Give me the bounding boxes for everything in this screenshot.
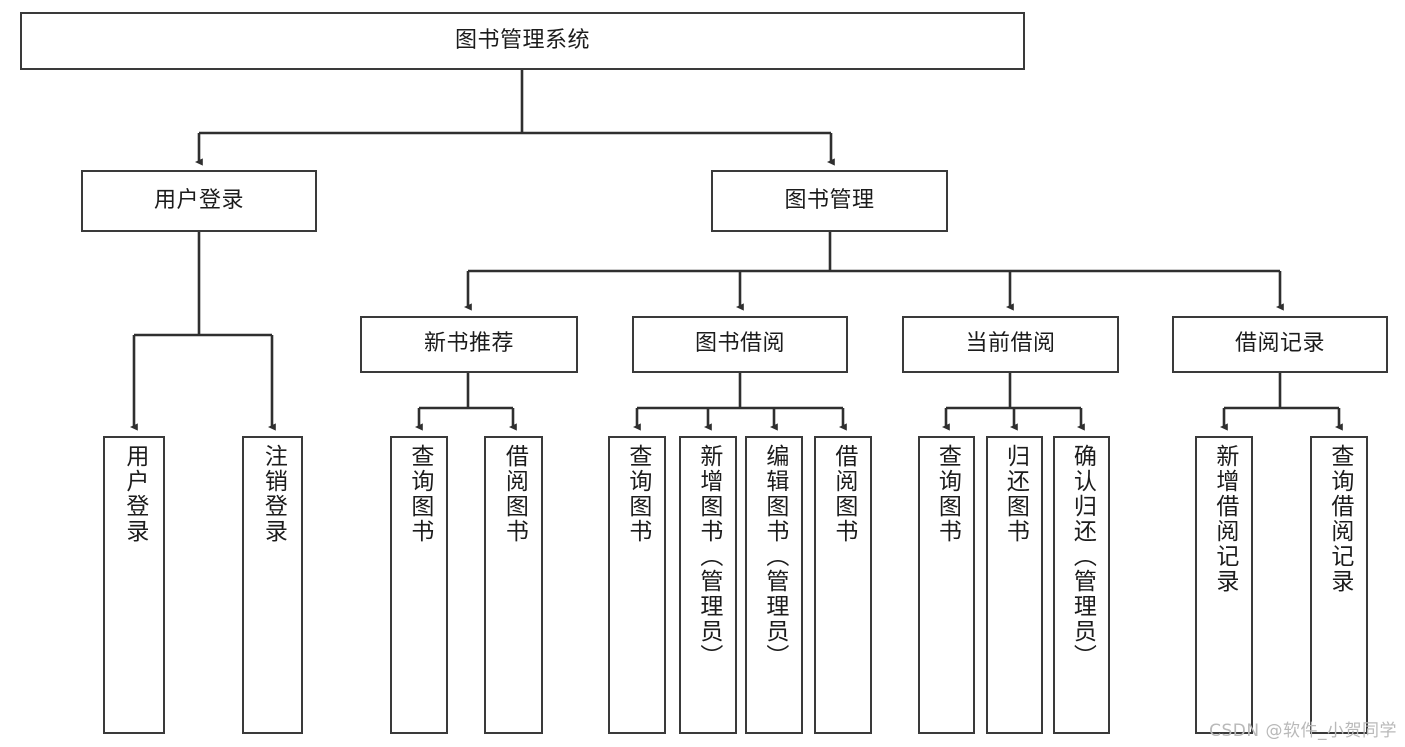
node-label: 新书推荐: [423, 331, 514, 357]
node-label: 借阅记录: [1234, 331, 1325, 357]
node-label: 图书借阅: [694, 331, 785, 357]
node-leaf-user-login[interactable]: 用户登录: [103, 436, 165, 734]
node-leaf-user-logout[interactable]: 注销登录: [242, 436, 303, 734]
node-label: 新增借阅记录: [1211, 444, 1238, 594]
node-current-borrow[interactable]: 当前借阅: [902, 316, 1119, 373]
node-label: 归还图书: [1002, 444, 1029, 544]
node-label: 当前借阅: [965, 331, 1056, 357]
node-label: 用户登录: [153, 187, 244, 213]
node-leaf-return-book[interactable]: 归还图书: [986, 436, 1043, 734]
node-user-login[interactable]: 用户登录: [81, 170, 317, 232]
node-label: 编辑图书（管理员）: [761, 444, 788, 669]
node-leaf-query-record[interactable]: 查询借阅记录: [1310, 436, 1368, 734]
node-leaf-edit-book[interactable]: 编辑图书（管理员）: [745, 436, 803, 734]
node-label: 新增图书（管理员）: [695, 444, 722, 669]
node-book-borrow[interactable]: 图书借阅: [632, 316, 848, 373]
node-leaf-add-record[interactable]: 新增借阅记录: [1195, 436, 1253, 734]
node-leaf-borrow-book-1[interactable]: 借阅图书: [484, 436, 543, 734]
node-label: 借阅图书: [830, 444, 857, 544]
node-label: 查询图书: [624, 444, 651, 544]
node-leaf-query-book-2[interactable]: 查询图书: [608, 436, 666, 734]
node-label: 确认归还（管理员）: [1069, 444, 1096, 669]
node-borrow-record[interactable]: 借阅记录: [1172, 316, 1388, 373]
node-leaf-borrow-book-2[interactable]: 借阅图书: [814, 436, 872, 734]
node-leaf-query-book-3[interactable]: 查询图书: [918, 436, 975, 734]
node-leaf-confirm-return[interactable]: 确认归还（管理员）: [1053, 436, 1110, 734]
node-leaf-query-book-1[interactable]: 查询图书: [390, 436, 448, 734]
node-book-manage[interactable]: 图书管理: [711, 170, 948, 232]
node-label: 借阅图书: [501, 444, 528, 544]
node-label: 用户登录: [121, 444, 148, 544]
node-label: 查询借阅记录: [1326, 444, 1353, 594]
node-label: 图书管理系统: [454, 27, 590, 53]
node-new-book-rec[interactable]: 新书推荐: [360, 316, 578, 373]
node-label: 注销登录: [260, 444, 287, 544]
node-label: 图书管理: [784, 187, 875, 213]
node-leaf-add-book[interactable]: 新增图书（管理员）: [679, 436, 737, 734]
node-root-system[interactable]: 图书管理系统: [20, 12, 1025, 70]
node-label: 查询图书: [406, 444, 433, 544]
node-label: 查询图书: [934, 444, 961, 544]
